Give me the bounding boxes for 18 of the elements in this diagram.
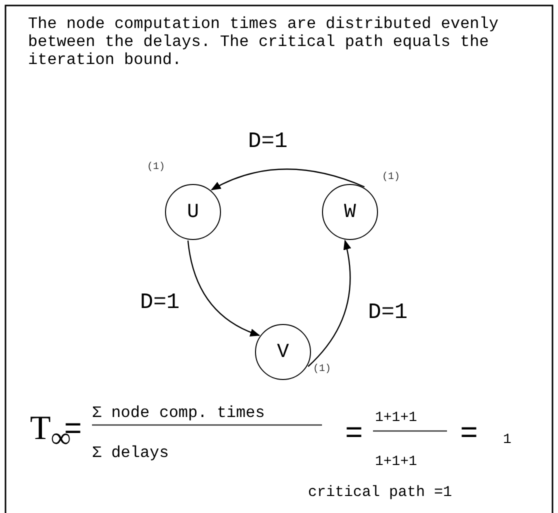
- computation-time: (1): [382, 172, 400, 183]
- computation-time: (1): [313, 364, 332, 375]
- computation-time: (1): [147, 162, 166, 173]
- arrow: [210, 168, 365, 190]
- note-text: The node computation times are distributed evenly between the delays. The critical path equals the iteration bound.: [28, 16, 500, 70]
- denominator: Σ delays: [92, 444, 169, 462]
- note-text: critical path =1: [308, 484, 452, 501]
- numerator: 1+1+1: [375, 410, 418, 426]
- node-label: V: [276, 340, 289, 364]
- arrow: [308, 240, 351, 367]
- equals-sign: =: [460, 418, 478, 452]
- node-label: U: [186, 200, 199, 224]
- numerator: Σ node comp. times: [92, 404, 265, 422]
- equals-sign: =: [345, 418, 364, 452]
- denominator: 1+1+1: [375, 454, 418, 470]
- result-value: 1: [503, 432, 512, 448]
- node-label: W: [344, 200, 356, 224]
- arrow: [187, 240, 260, 336]
